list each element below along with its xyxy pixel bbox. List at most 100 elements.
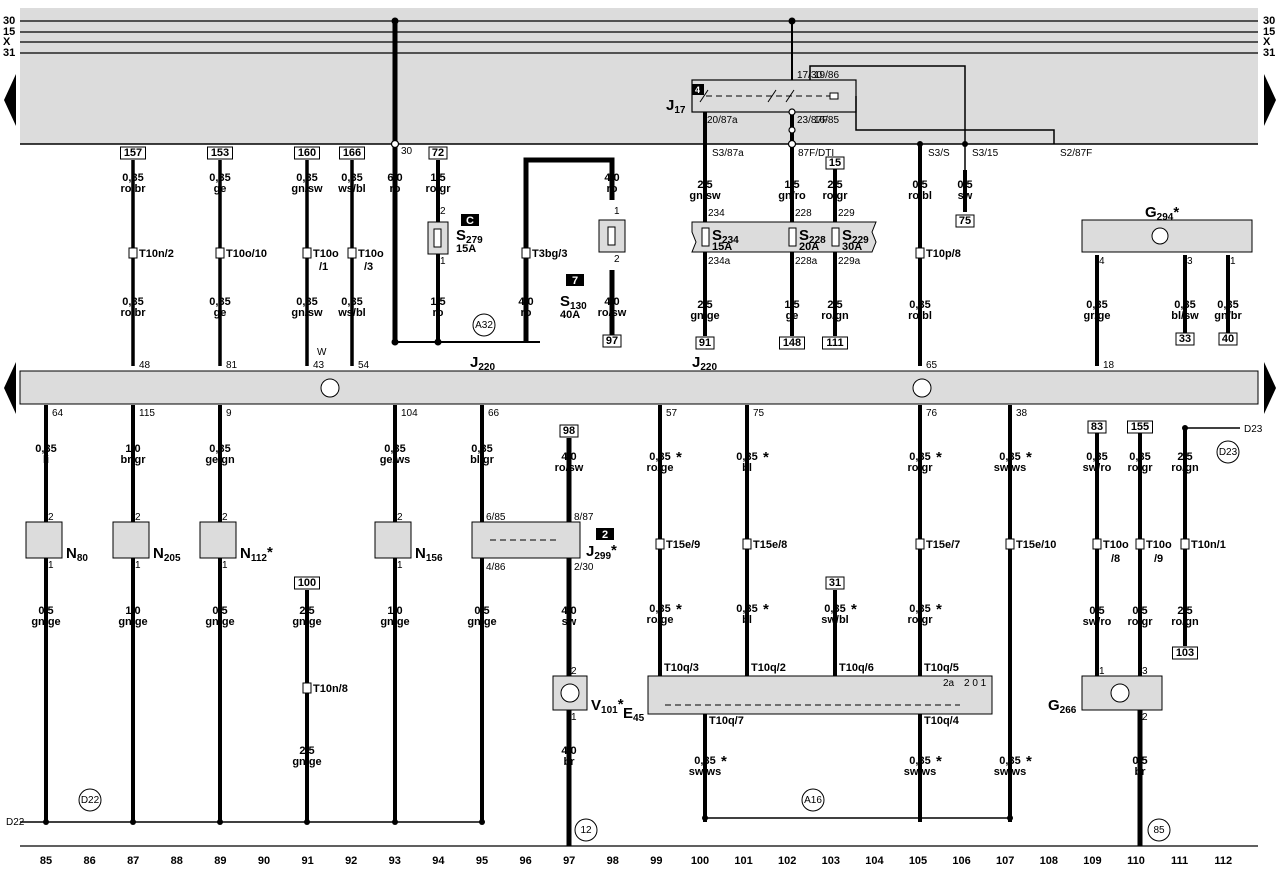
column-number: 100 [691, 855, 709, 867]
badge-j299 [596, 528, 614, 540]
pin-number: 1 [614, 206, 620, 217]
sensor-g294: G294* [1081, 204, 1253, 253]
wire-gauge: 2,5 [827, 299, 842, 311]
wire-star: * [676, 601, 682, 618]
pin-number: 1 [1099, 666, 1105, 677]
ref-circle[interactable] [1147, 818, 1171, 842]
wire-color: sw/ws [994, 766, 1026, 778]
wire-color: gn/ge [690, 310, 719, 322]
ref-circle-text: D22 [81, 795, 100, 806]
pin-number: 4 [1099, 256, 1105, 267]
wire-gauge: 0,35 [122, 172, 143, 184]
wire-gauge: 4,0 [604, 296, 619, 308]
wire-color: bl/sw [1171, 310, 1199, 322]
wire-gauge: 0,35 [824, 603, 845, 615]
wire-color: ro [521, 307, 532, 319]
ref-circle-text: 12 [580, 825, 592, 836]
wire-color: ro/bl [908, 190, 932, 202]
label: T10q/3 [664, 662, 699, 674]
s130-rating: 40A [560, 309, 580, 321]
ref-box [1172, 646, 1198, 660]
wire-color: bl [742, 462, 752, 474]
label: T10q/5 [924, 662, 959, 674]
column-number: 107 [996, 855, 1014, 867]
next-page-arrow-icon[interactable] [1264, 362, 1276, 414]
wire-color: gn/ge [31, 616, 60, 628]
wire-color: ro/sw [598, 307, 627, 319]
bus-pin: 65 [926, 360, 938, 371]
column-number: 86 [83, 855, 95, 867]
wire-gauge: 0,35 [296, 296, 317, 308]
wire-gauge: 0,35 [909, 603, 930, 615]
connector-label: T15e/7 [926, 539, 960, 551]
column-number: 99 [650, 855, 662, 867]
wire-color: gn/ge [467, 616, 496, 628]
connector-icon [302, 682, 312, 694]
ref-circle[interactable] [801, 788, 825, 812]
ref-box [779, 336, 805, 350]
wire-color: ro/bl [908, 310, 932, 322]
wire-gauge: 2,5 [299, 605, 314, 617]
ref-box [695, 336, 715, 350]
wire-color: ro/gr [907, 614, 933, 626]
prev-page-arrow-icon[interactable] [4, 362, 16, 414]
column-number: 87 [127, 855, 139, 867]
wire-color: ro [607, 183, 618, 195]
rail-label: 15 [3, 26, 15, 38]
badge-text: 4 [695, 85, 700, 95]
next-page-arrow-icon[interactable] [1264, 74, 1276, 126]
wire-gauge: 0,5 [957, 179, 972, 191]
wire-gauge: 0,35 [122, 296, 143, 308]
rail-label: 30 [3, 15, 15, 27]
wire-star: * [1026, 449, 1032, 466]
connector-label: T10n/2 [139, 248, 174, 260]
pin-number: 1 [135, 560, 141, 571]
ref-box [602, 334, 622, 348]
ref-circle[interactable] [472, 313, 496, 337]
wire-color: sw/ws [689, 766, 721, 778]
n156-label: N156 [415, 545, 443, 564]
connector-label: T15e/9 [666, 539, 700, 551]
connector-icon [215, 247, 225, 259]
wire-color: gn/ge [292, 616, 321, 628]
pin-number: 2 [397, 512, 403, 523]
wire-color: gn/ge [118, 616, 147, 628]
connector-icon [1180, 538, 1190, 550]
column-number: 110 [1127, 855, 1145, 867]
prev-page-arrow-icon[interactable] [4, 74, 16, 126]
wire-gauge: 2,5 [697, 299, 712, 311]
s279-label: S279 [456, 227, 483, 246]
wire-color: gn/sw [291, 183, 323, 195]
badge-j17 [692, 84, 704, 95]
wire-gauge: 4,0 [518, 296, 533, 308]
ref-circle[interactable] [574, 818, 598, 842]
wire-gauge: 0,35 [341, 296, 362, 308]
pin-label: 8/87 [574, 512, 594, 523]
bus-label: S3/87a [712, 148, 744, 159]
bus-pin: 57 [666, 408, 678, 419]
column-number: 93 [389, 855, 401, 867]
ref-circle[interactable] [78, 788, 102, 812]
g266-label: G266 [1048, 697, 1077, 716]
bus-pin: 64 [52, 408, 64, 419]
wire-star: * [936, 449, 942, 466]
wire-gauge: 2,5 [827, 179, 842, 191]
wire-color: sw/bl [821, 614, 849, 626]
ref-circle[interactable] [1216, 440, 1240, 464]
node-label: D22 [6, 817, 25, 828]
open-nodes [390, 108, 797, 149]
wire-color: ro/gn [1171, 616, 1199, 628]
n205-label: N205 [153, 545, 181, 564]
wire-gauge: 1,0 [125, 605, 140, 617]
ref-number: 33 [1179, 333, 1191, 345]
connector-icon [347, 247, 357, 259]
e45-label: E45 [623, 705, 645, 724]
ref-number: 72 [432, 147, 444, 159]
bus-node-icon [320, 378, 340, 398]
ref-number: 103 [1176, 647, 1194, 659]
pin-label: 16/85 [814, 115, 839, 126]
rail-label: 15 [1263, 26, 1275, 38]
wire-color: ge [786, 310, 799, 322]
